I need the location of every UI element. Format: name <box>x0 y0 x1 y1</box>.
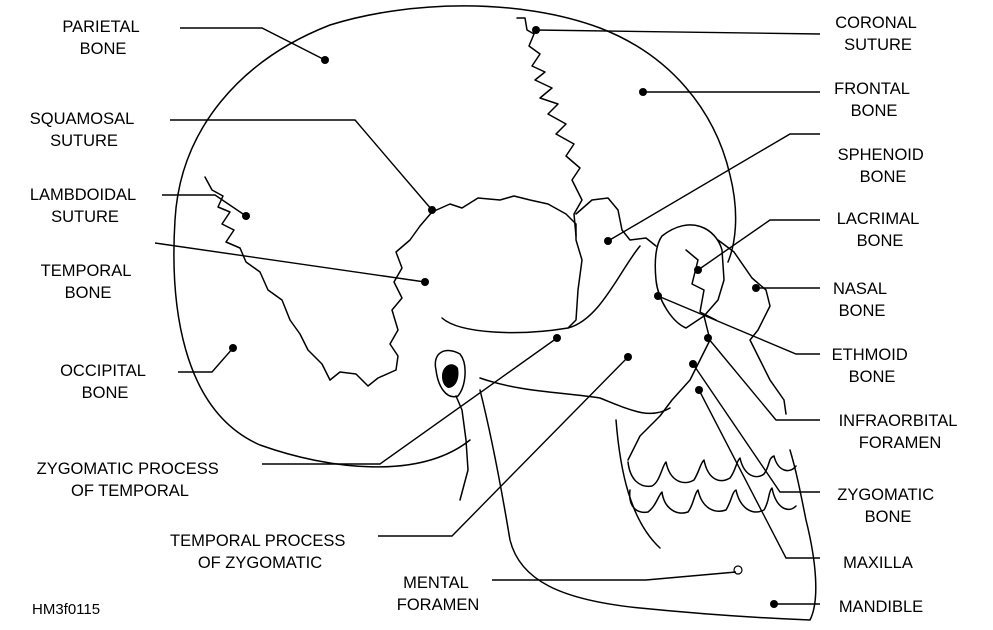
dot-zygomatic <box>689 360 697 368</box>
dot-parietal <box>321 56 329 64</box>
label-mandible: MANDIBLE <box>839 598 923 616</box>
labels-right: CORONAL SUTURE FRONTAL BONE SPHENOID BON… <box>832 14 962 616</box>
skull-drawing <box>174 6 816 620</box>
nasal-profile <box>718 240 786 414</box>
temporal-bone-outline <box>330 196 582 386</box>
leader-infraorbital <box>708 338 820 420</box>
label-nasal: NASAL BONE <box>833 280 891 320</box>
label-lacrimal: LACRIMAL BONE <box>837 210 924 250</box>
label-squamosal: SQUAMOSAL SUTURE <box>30 110 139 150</box>
label-ethmoid: ETHMOID BONE <box>832 346 913 386</box>
leader-zygomatic <box>693 364 820 492</box>
leader-temporal <box>155 243 425 282</box>
label-mental-foramen: MENTAL FORAMEN <box>397 574 480 614</box>
leader-lacrimal <box>698 220 820 270</box>
figure-id: HM3f0115 <box>32 601 100 618</box>
zygomatic-arch-lower <box>480 378 670 413</box>
label-zygomatic: ZYGOMATIC BONE <box>837 486 938 526</box>
label-parietal: PARIETAL BONE <box>62 18 143 58</box>
leader-lambdoidal <box>162 195 246 216</box>
dot-frontal <box>639 88 647 96</box>
label-temporal: TEMPORAL BONE <box>41 262 136 302</box>
label-coronal: CORONAL SUTURE <box>835 14 921 54</box>
label-frontal: FRONTAL BONE <box>834 80 914 120</box>
upper-teeth <box>628 456 796 486</box>
marker-dots <box>229 26 778 608</box>
lambdoidal-suture-line <box>205 177 330 380</box>
sphenoid-outline <box>576 198 656 246</box>
dot-mandible <box>770 600 778 608</box>
mandible-outline <box>480 390 816 620</box>
ear-canal-hole <box>442 364 459 388</box>
label-maxilla: MAXILLA <box>843 554 913 572</box>
leader-mental <box>492 572 736 580</box>
lower-teeth <box>630 488 796 513</box>
label-temporal-process: TEMPORAL PROCESS OF ZYGOMATIC <box>170 532 350 572</box>
label-occipital: OCCIPITAL BONE <box>60 362 150 402</box>
coronal-suture-line <box>517 18 582 236</box>
dot-zyg-process <box>553 334 561 342</box>
label-sphenoid: SPHENOID BONE <box>838 146 929 186</box>
dot-lacrimal <box>694 266 702 274</box>
leader-ethmoid <box>658 296 820 354</box>
zygomatic-arch-upper <box>442 246 640 333</box>
leader-sphenoid <box>608 134 820 241</box>
dot-ethmoid <box>654 292 662 300</box>
cranium-outline <box>174 6 736 467</box>
dot-squamosal <box>428 206 436 214</box>
orbit-outline <box>655 225 724 328</box>
dot-infraorbital <box>704 334 712 342</box>
dot-temporal-process <box>624 353 632 361</box>
leader-zyg-process <box>262 338 557 464</box>
dot-maxilla <box>695 386 703 394</box>
labels-left: PARIETAL BONE SQUAMOSAL SUTURE LAMBDOIDA… <box>30 18 480 618</box>
dot-coronal <box>532 26 540 34</box>
leader-coronal <box>536 30 820 34</box>
label-lambdoidal: LAMBDOIDAL SUTURE <box>30 186 140 226</box>
leader-maxilla <box>699 390 820 558</box>
leader-squamosal <box>170 120 432 210</box>
dot-temporal <box>421 278 429 286</box>
dot-nasal <box>752 284 760 292</box>
dot-sphenoid <box>604 237 612 245</box>
leader-temporal-process <box>378 357 628 536</box>
label-infraorbital: INFRAORBITAL FORAMEN <box>839 412 962 452</box>
label-zyg-process: ZYGOMATIC PROCESS OF TEMPORAL <box>37 460 224 500</box>
mental-foramen-circle <box>734 566 742 574</box>
leader-lines <box>155 28 820 604</box>
leader-parietal <box>180 28 325 60</box>
dot-occipital <box>229 344 237 352</box>
dot-lambdoidal <box>242 212 250 220</box>
